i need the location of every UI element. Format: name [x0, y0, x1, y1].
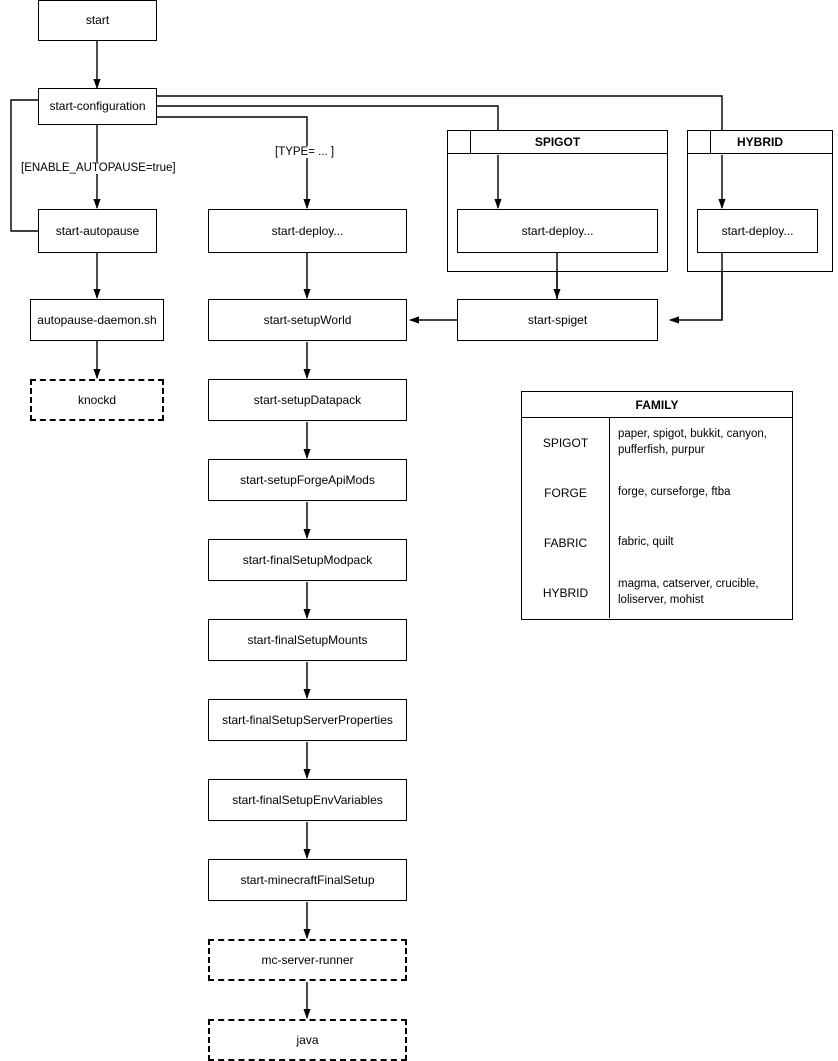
node-start-finalsetupmounts-label: start-finalSetupMounts — [247, 632, 368, 647]
node-start-finalsetupmodpack-label: start-finalSetupModpack — [242, 552, 373, 567]
family-legend-value: fabric, quilt — [618, 536, 674, 549]
node-start-deploy-spigot-label: start-deploy... — [521, 223, 594, 238]
node-mc-server-runner[interactable]: mc-server-runner — [208, 939, 407, 981]
pool-hybrid-title: HYBRID — [688, 131, 832, 154]
table-row: FABRIC fabric, quilt — [522, 518, 792, 568]
node-knockd-label: knockd — [77, 392, 117, 407]
node-start-minecraftfinalsetup[interactable]: start-minecraftFinalSetup — [208, 859, 407, 901]
node-start-configuration[interactable]: start-configuration — [38, 88, 157, 125]
node-start-autopause-label: start-autopause — [55, 223, 140, 238]
node-java-label: java — [296, 1032, 319, 1047]
node-start-configuration-label: start-configuration — [49, 99, 146, 113]
family-legend-key: FORGE — [522, 468, 610, 518]
node-start-deploy-main-label: start-deploy... — [271, 223, 344, 238]
family-legend-table: FAMILY SPIGOT paper, spigot, bukkit, can… — [521, 391, 793, 620]
pool-spigot-title: SPIGOT — [448, 131, 667, 154]
family-legend-value: magma, catserver, crucible, loliserver, … — [618, 578, 759, 606]
family-legend-value: paper, spigot, bukkit, canyon, pufferfis… — [618, 428, 767, 456]
node-start-minecraftfinalsetup-label: start-minecraftFinalSetup — [240, 872, 375, 887]
node-start-setupworld[interactable]: start-setupWorld — [208, 299, 407, 341]
node-start-finalsetupmodpack[interactable]: start-finalSetupModpack — [208, 539, 407, 581]
node-knockd[interactable]: knockd — [30, 379, 164, 421]
node-start-deploy-hybrid-label: start-deploy... — [721, 223, 794, 238]
node-start-setupdatapack[interactable]: start-setupDatapack — [208, 379, 407, 421]
node-start-finalsetupserverproperties-label: start-finalSetupServerProperties — [222, 712, 393, 727]
family-legend-body: SPIGOT paper, spigot, bukkit, canyon, pu… — [522, 418, 792, 618]
edge-label-enable-autopause: [ENABLE_AUTOPAUSE=true] — [20, 162, 177, 174]
family-legend-key: FABRIC — [522, 518, 610, 568]
node-start-deploy-main[interactable]: start-deploy... — [208, 209, 407, 253]
family-legend-title: FAMILY — [522, 392, 792, 418]
node-start-setupforgeapimods-label: start-setupForgeApiMods — [240, 472, 375, 487]
node-start[interactable]: start — [38, 0, 157, 41]
node-start-finalsetupenvvariables-label: start-finalSetupEnvVariables — [232, 792, 383, 807]
table-row: HYBRID magma, catserver, crucible, lolis… — [522, 568, 792, 618]
node-start-finalsetupserverproperties[interactable]: start-finalSetupServerProperties — [208, 699, 407, 741]
family-legend-value: forge, curseforge, ftba — [618, 486, 731, 499]
node-start-setupforgeapimods[interactable]: start-setupForgeApiMods — [208, 459, 407, 501]
family-legend-key: HYBRID — [522, 568, 610, 618]
edge-label-type: [TYPE= ... ] — [274, 146, 336, 158]
node-start-finalsetupmounts[interactable]: start-finalSetupMounts — [208, 619, 407, 661]
node-java[interactable]: java — [208, 1019, 407, 1061]
edge-configuration-to-deploy-main — [157, 116, 311, 209]
family-legend-key: SPIGOT — [522, 418, 610, 468]
node-autopause-daemon[interactable]: autopause-daemon.sh — [30, 299, 164, 341]
node-start-spiget-label: start-spiget — [527, 312, 588, 327]
node-start-spiget[interactable]: start-spiget — [457, 299, 658, 341]
table-row: FORGE forge, curseforge, ftba — [522, 468, 792, 518]
node-start-finalsetupenvvariables[interactable]: start-finalSetupEnvVariables — [208, 779, 407, 821]
node-start-setupworld-label: start-setupWorld — [263, 312, 352, 327]
node-autopause-daemon-label: autopause-daemon.sh — [37, 312, 157, 327]
node-mc-server-runner-label: mc-server-runner — [261, 952, 354, 967]
node-start-deploy-hybrid[interactable]: start-deploy... — [697, 209, 818, 253]
node-start-deploy-spigot[interactable]: start-deploy... — [457, 209, 658, 253]
node-start-label: start — [85, 13, 110, 27]
node-start-setupdatapack-label: start-setupDatapack — [253, 392, 362, 407]
node-start-autopause[interactable]: start-autopause — [38, 209, 157, 253]
table-row: SPIGOT paper, spigot, bukkit, canyon, pu… — [522, 418, 792, 468]
